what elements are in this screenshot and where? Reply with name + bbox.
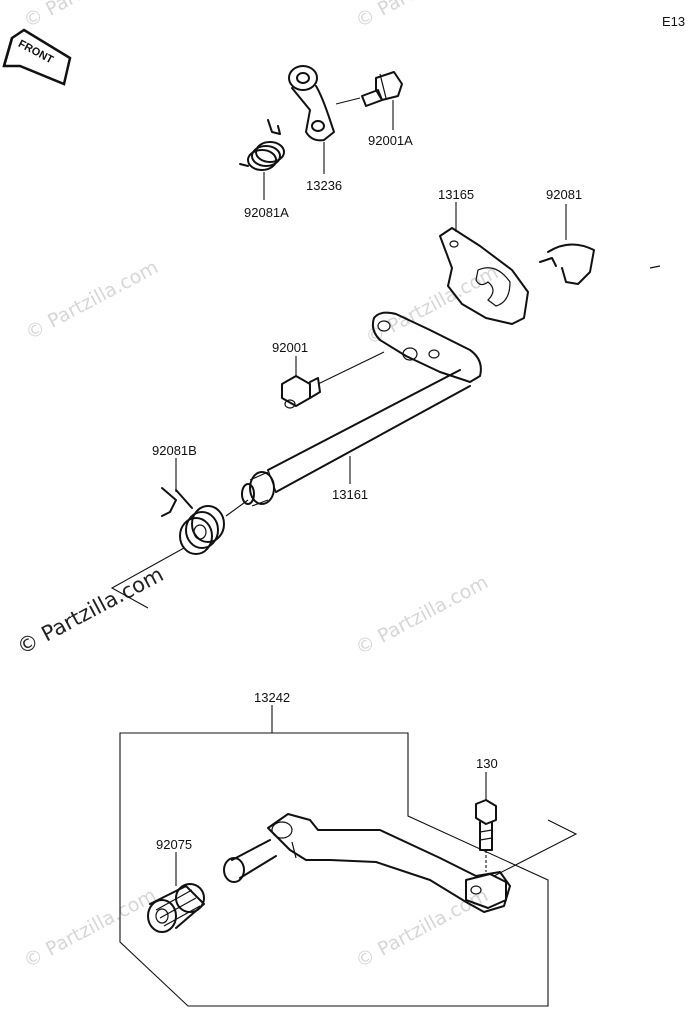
watermark: © Partzilla.com	[352, 0, 492, 32]
label-92001: 92001	[272, 340, 308, 355]
watermark: © Partzilla.com	[352, 884, 492, 972]
watermark: © Partzilla.com	[352, 571, 492, 659]
watermark: © Partzilla.com	[22, 256, 162, 344]
watermark: © Partzilla.com	[20, 0, 160, 32]
label-13236: 13236	[306, 178, 342, 193]
label-92081A: 92081A	[244, 205, 289, 220]
part-92081B-return-spring	[161, 487, 225, 555]
mark	[649, 265, 661, 269]
part-13165-guide-plate	[439, 227, 529, 325]
part-92075-pedal-rubber	[147, 883, 205, 933]
leader-line	[335, 97, 361, 105]
label-130: 130	[476, 756, 498, 771]
part-13236-lever-plate	[288, 65, 335, 142]
leader-line	[225, 499, 249, 517]
watermark-dark: © Partzilla.com	[13, 562, 167, 659]
label-13242: 13242	[254, 690, 290, 705]
part-92001A-bolt	[361, 71, 403, 107]
front-arrow-icon: FRONT	[2, 28, 72, 86]
watermark: © Partzilla.com	[362, 261, 502, 349]
label-92075: 92075	[156, 837, 192, 852]
label-92001A: 92001A	[368, 133, 413, 148]
leader-line	[317, 351, 385, 385]
part-92081-clip	[539, 243, 595, 285]
assembly-13242-bracket	[119, 705, 578, 1007]
part-130-bolt	[475, 799, 497, 872]
part-shift-pedal	[223, 813, 511, 913]
label-92081: 92081	[546, 187, 582, 202]
label-13161: 13161	[332, 487, 368, 502]
part-92001-nut	[281, 375, 321, 409]
part-92081A-spring	[239, 119, 285, 171]
page-code: E13	[662, 14, 685, 29]
label-13165: 13165	[438, 187, 474, 202]
label-92081B: 92081B	[152, 443, 197, 458]
part-13161-shift-shaft	[241, 311, 482, 507]
leader-line	[110, 547, 185, 609]
